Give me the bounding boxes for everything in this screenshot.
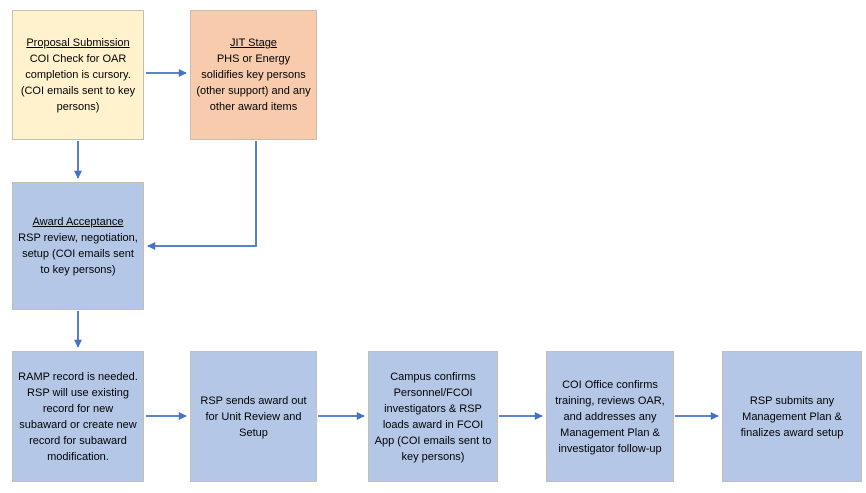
unit-review-setup-body: RSP sends award out for Unit Review and … [200,394,307,439]
arrow-jit-to-award [147,141,257,250]
jit-stage-title: JIT Stage [230,37,277,49]
campus-confirms-body: Campus confirms Personnel/FCOI investiga… [374,370,492,463]
coi-office-confirms-box: COI Office confirms training, reviews OA… [546,351,674,482]
award-acceptance-title: Award Acceptance [32,216,124,228]
ramp-record-body: RAMP record is needed. RSP will use exis… [18,370,138,463]
rsp-submits-body: RSP submits any Management Plan & finali… [740,394,844,439]
award-acceptance-body: RSP review, negotiation, setup (COI emai… [18,232,138,276]
jit-stage-box: JIT Stage PHS or Energy solidifies key p… [190,10,317,140]
ramp-record-box: RAMP record is needed. RSP will use exis… [12,351,144,482]
rsp-submits-box: RSP submits any Management Plan & finali… [722,351,862,482]
award-acceptance-box: Award Acceptance RSP review, negotiation… [12,182,144,310]
jit-stage-body: PHS or Energy solidifies key persons (ot… [196,53,311,113]
proposal-submission-body: COI Check for OAR completion is cursory.… [20,53,136,113]
proposal-submission-title: Proposal Submission [26,37,130,49]
coi-office-confirms-body: COI Office confirms training, reviews OA… [555,378,665,455]
unit-review-setup-box: RSP sends award out for Unit Review and … [190,351,317,482]
campus-confirms-box: Campus confirms Personnel/FCOI investiga… [368,351,498,482]
proposal-submission-box: Proposal Submission COI Check for OAR co… [12,10,144,140]
